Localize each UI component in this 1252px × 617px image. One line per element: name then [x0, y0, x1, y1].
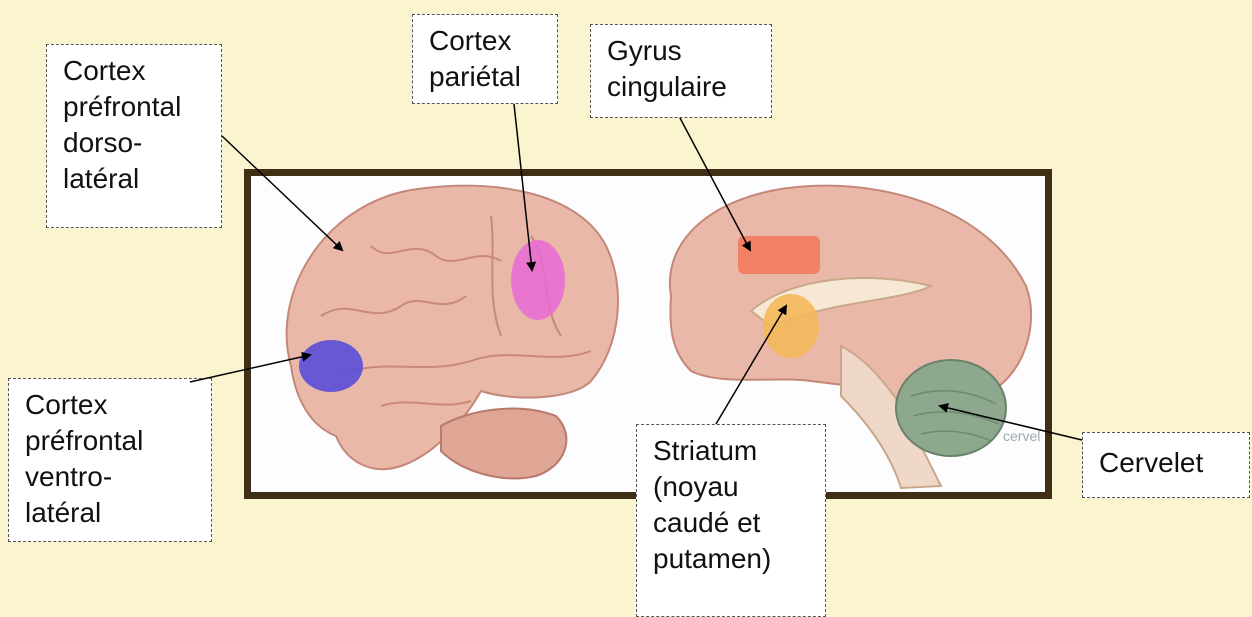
- pointer-cerebellum: [940, 406, 1082, 440]
- pointer-cingulate: [680, 118, 750, 250]
- pointer-dlpfc: [222, 136, 342, 250]
- pointer-striatum: [716, 306, 786, 424]
- pointer-parietal: [514, 104, 532, 270]
- pointer-vlpfc: [190, 355, 310, 382]
